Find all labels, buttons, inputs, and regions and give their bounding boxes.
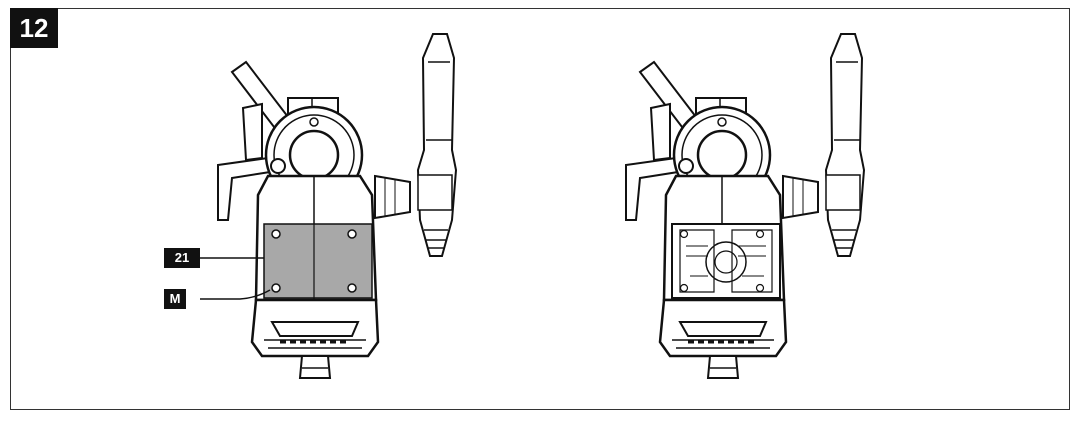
figure-number-badge: 12 [10,8,58,48]
cover-screw [271,283,281,293]
tool-view-cover-on [216,32,458,380]
figure-frame [10,8,1070,410]
callout-label-m: M [164,289,186,309]
cover-screw [271,229,281,239]
cover-screw [347,229,357,239]
callout-label-21: 21 [164,248,200,268]
cover-screw [347,283,357,293]
tool-view-cover-off [624,32,866,380]
callout-leader-m [200,289,271,300]
